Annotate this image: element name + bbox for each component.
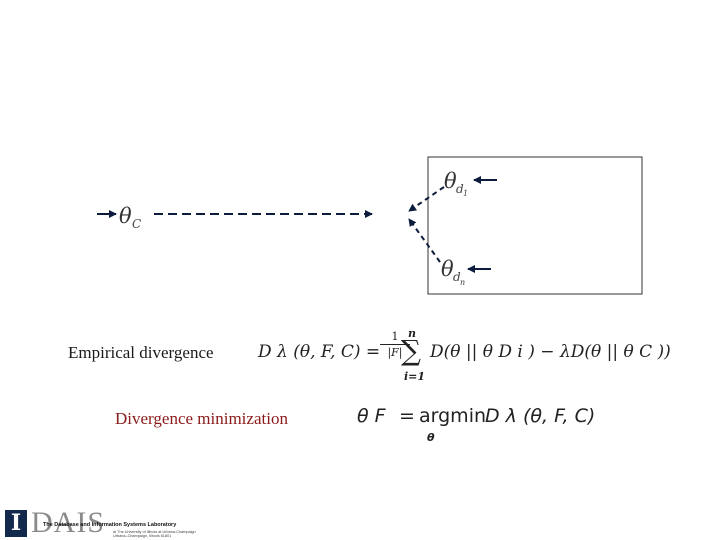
empirical-divergence-formula: D λ (θ, F, C) = 1 |F| n ∑ i=1 D(θ || θ D… bbox=[258, 327, 671, 385]
dashed-link-dn bbox=[408, 218, 441, 263]
theta-d1-index: 1 bbox=[463, 189, 468, 198]
sum-upper-limit: n bbox=[408, 327, 416, 340]
logo-lab-name: The Database and Information Systems Lab… bbox=[43, 522, 177, 528]
theta-c-node: θ C bbox=[119, 204, 141, 231]
minimization-formula-lhs: θ F bbox=[357, 405, 386, 427]
empirical-formula-rhs: D(θ || θ D i ) − λD(θ || θ C )) bbox=[430, 342, 671, 362]
fraction-bar bbox=[380, 344, 410, 345]
logo-address-line: Urbana–Champaign, Illinois 61801 bbox=[113, 534, 172, 538]
theta-d1-symbol: θ bbox=[444, 169, 457, 193]
logo-university-line: at The University of Illinois at Urbana-… bbox=[113, 530, 196, 534]
theta-c-subscript: C bbox=[132, 217, 141, 231]
minimization-formula-rhs: D λ (θ, F, C) bbox=[485, 405, 596, 427]
theta-d1-node: θ d 1 bbox=[444, 169, 468, 198]
minimization-formula-equals: = bbox=[399, 405, 415, 427]
theta-c-symbol: θ bbox=[119, 204, 132, 228]
dashed-link-d1 bbox=[408, 186, 445, 212]
dais-wordmark: DAIS bbox=[31, 506, 106, 539]
theta-dn-node: θ d n bbox=[441, 257, 465, 287]
empirical-divergence-label: Empirical divergence bbox=[68, 343, 214, 362]
theta-dn-index: n bbox=[460, 278, 465, 287]
sum-sign: ∑ bbox=[401, 334, 421, 367]
sum-lower-limit: i=1 bbox=[404, 370, 426, 383]
theta-dn-symbol: θ bbox=[441, 257, 454, 281]
feedback-docs-box bbox=[427, 156, 643, 295]
theta-dn-subscript: d bbox=[453, 270, 461, 284]
divergence-minimization-label: Divergence minimization bbox=[115, 409, 288, 428]
divergence-minimization-formula: θ F = argmin θ D λ (θ, F, C) bbox=[357, 403, 595, 448]
minimization-formula-argmin: argmin bbox=[419, 405, 487, 427]
theta-d1-subscript: d bbox=[456, 182, 464, 196]
fraction-denominator: |F| bbox=[387, 346, 403, 359]
empirical-formula-lhs: D λ (θ, F, C) = bbox=[258, 342, 381, 362]
minimization-formula-argmin-variable: θ bbox=[427, 431, 435, 444]
empirical-formula-fraction: 1 |F| bbox=[380, 330, 410, 359]
illinois-block-i-logo: I bbox=[5, 510, 27, 537]
dais-lab-logo: I DAIS The Database and Information Syst… bbox=[5, 506, 205, 539]
fraction-numerator: 1 bbox=[391, 330, 399, 343]
